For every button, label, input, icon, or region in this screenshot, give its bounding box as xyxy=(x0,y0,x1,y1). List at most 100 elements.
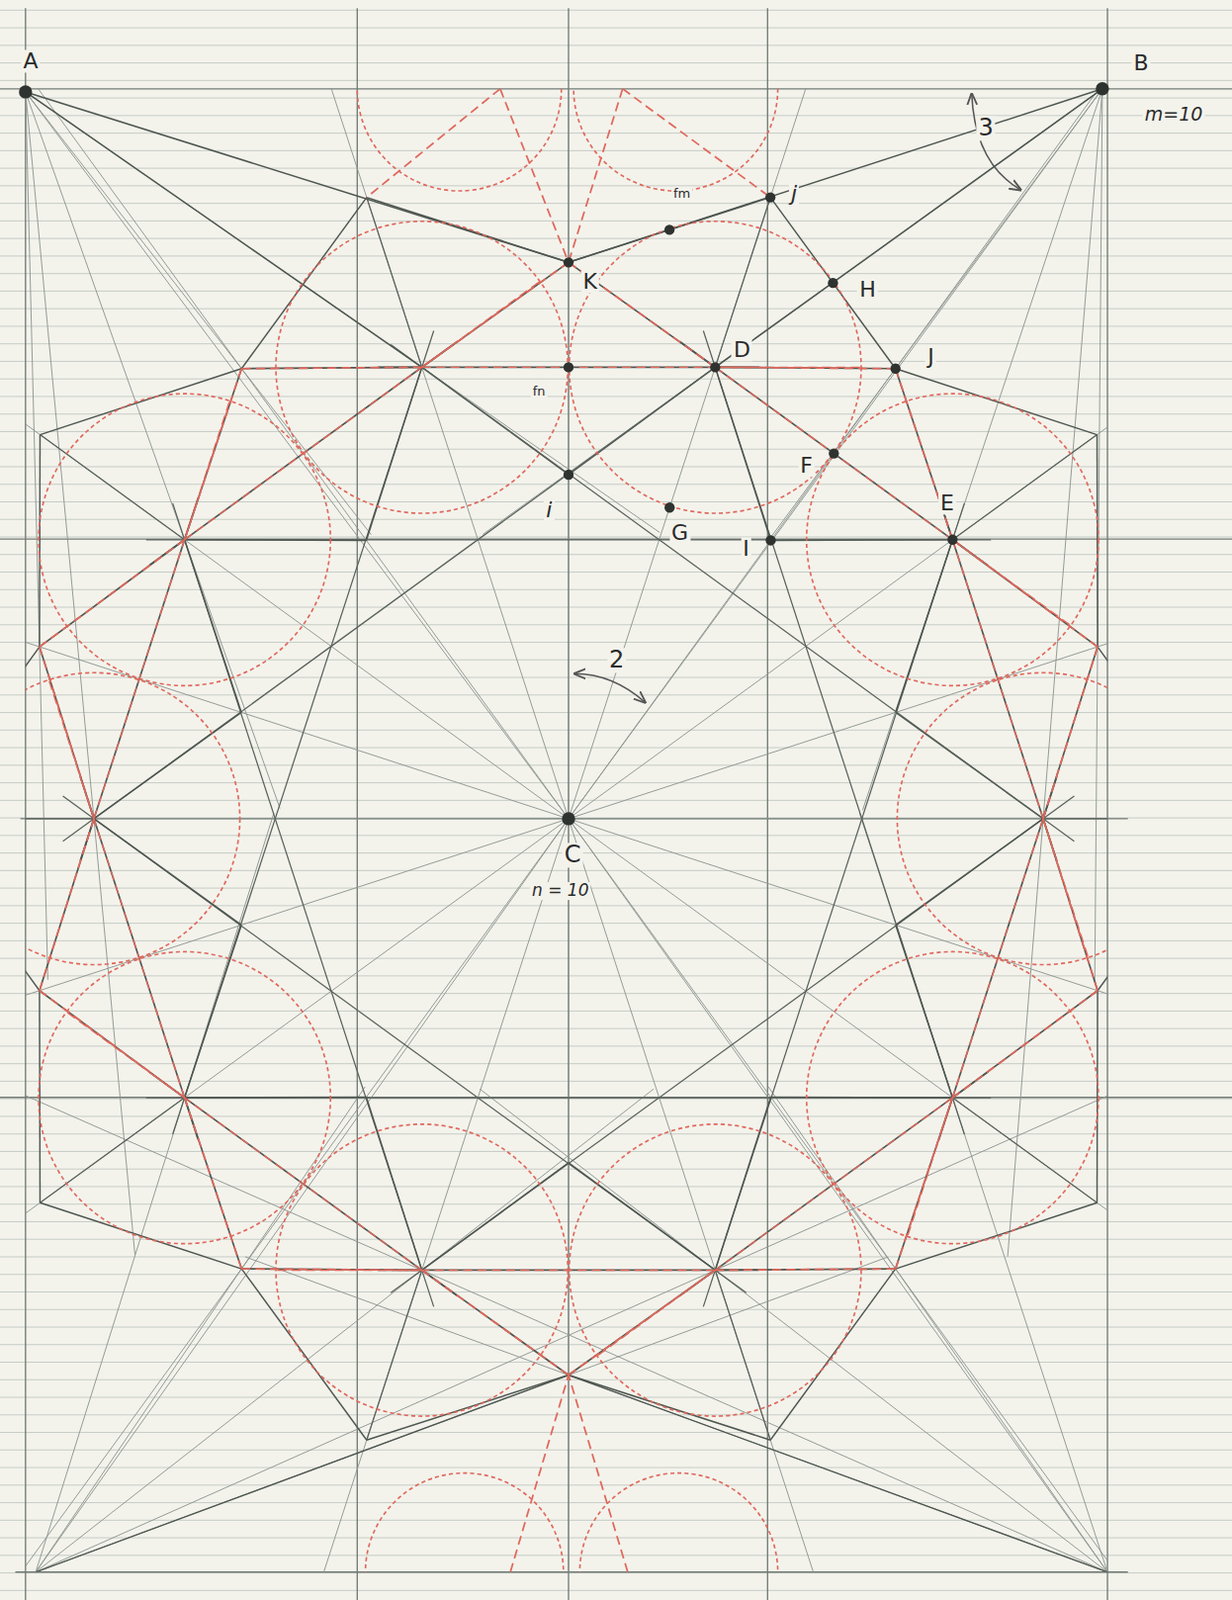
point-label: i xyxy=(543,499,554,523)
point-label: G xyxy=(669,521,691,544)
construction-point xyxy=(561,811,575,825)
corner-line xyxy=(25,91,280,809)
point-label: n = 10 xyxy=(529,881,591,900)
star-line xyxy=(390,345,1074,842)
radial-line xyxy=(568,818,1108,1573)
paper-rule xyxy=(0,1379,1232,1381)
paper-rule xyxy=(0,1326,1232,1328)
vertical-guide xyxy=(356,7,358,1600)
paper-rule xyxy=(0,1397,1232,1399)
paper-rule xyxy=(0,132,1232,134)
paper-rule xyxy=(0,360,1232,362)
paper-rule xyxy=(0,940,1232,942)
pattern-line xyxy=(895,1097,954,1269)
radial-line xyxy=(567,818,569,1573)
corner-line xyxy=(35,818,569,1573)
paper-rule xyxy=(0,1185,1232,1187)
star-line xyxy=(146,538,991,540)
paper-rule xyxy=(0,1572,1232,1574)
construction-point xyxy=(828,447,839,458)
pattern-line xyxy=(568,1269,715,1375)
radial-tip xyxy=(1043,817,1108,819)
paper-rule xyxy=(0,834,1232,836)
star-line xyxy=(390,795,1074,1293)
construction-circle xyxy=(25,672,241,965)
paper-rule xyxy=(0,1343,1232,1345)
point-label: E xyxy=(938,491,957,515)
pattern-line xyxy=(93,400,231,819)
pattern-line xyxy=(952,990,1098,1098)
paper-rule xyxy=(0,607,1232,609)
paper-rule xyxy=(0,1045,1232,1047)
pattern-line xyxy=(952,539,1098,647)
paper-rule xyxy=(0,1115,1232,1117)
pattern-line xyxy=(184,280,541,540)
paper-rule xyxy=(0,395,1232,397)
corner-line xyxy=(1007,88,1103,1257)
radial-line xyxy=(25,818,569,1539)
corner-line xyxy=(714,88,1103,368)
corner-line xyxy=(568,1375,1108,1573)
point-label: fm xyxy=(671,186,693,201)
construction-circle xyxy=(573,88,778,191)
construction-point xyxy=(890,363,901,374)
radial-tip xyxy=(714,1269,771,1440)
corner-line xyxy=(245,1256,1108,1573)
corner-line xyxy=(859,812,1108,1573)
paper-rule xyxy=(0,431,1232,433)
paper-rule xyxy=(0,589,1232,591)
pattern-line xyxy=(39,990,185,1098)
point-label: B xyxy=(1132,51,1151,75)
paper-rule xyxy=(0,184,1232,186)
vertical-guide xyxy=(24,7,26,1600)
paper-rule xyxy=(0,325,1232,327)
construction-point xyxy=(947,534,958,545)
corner-line xyxy=(771,88,1103,537)
paper-rule xyxy=(0,413,1232,415)
paper-rule xyxy=(0,1203,1232,1205)
star-line xyxy=(714,1268,895,1270)
corner-line xyxy=(35,1375,569,1573)
point-label: I xyxy=(740,537,752,561)
corner-line xyxy=(568,818,1108,1573)
paper-rule xyxy=(0,1010,1232,1012)
star-line xyxy=(241,1268,367,1440)
corner-line xyxy=(862,88,1102,811)
paper-rule xyxy=(0,1413,1232,1415)
pattern-line xyxy=(39,646,94,819)
points xyxy=(18,82,1110,826)
point-label: A xyxy=(20,49,40,73)
point-label: H xyxy=(857,278,879,302)
radial-line xyxy=(568,818,948,1573)
paper-rule xyxy=(0,97,1232,99)
construction-point xyxy=(664,502,675,513)
star-line xyxy=(184,538,367,541)
construction-point xyxy=(664,224,675,235)
pattern-line xyxy=(510,1375,569,1573)
radial-line xyxy=(567,88,569,819)
star-line xyxy=(895,368,1098,436)
point-label: 2 xyxy=(607,647,626,673)
construction-circle xyxy=(356,88,561,191)
pattern-line xyxy=(568,88,623,263)
point-label: D xyxy=(731,339,753,362)
paper-rule xyxy=(0,448,1232,450)
pattern-line xyxy=(596,1097,953,1357)
vertical-guide xyxy=(767,7,769,1600)
corner-line xyxy=(25,91,660,533)
pattern-line xyxy=(184,1097,243,1269)
star-line xyxy=(714,1096,771,1270)
star-line xyxy=(93,818,242,926)
star-line xyxy=(422,1269,569,1375)
point-label: 3 xyxy=(976,115,996,141)
paper-rule xyxy=(0,238,1232,240)
star-line xyxy=(184,924,242,1098)
corner-line xyxy=(482,88,1103,535)
star-line xyxy=(25,818,40,991)
pattern-line xyxy=(1043,646,1098,819)
star-line xyxy=(366,1375,569,1441)
star-line xyxy=(895,924,953,1098)
angle-arrow xyxy=(574,673,645,703)
